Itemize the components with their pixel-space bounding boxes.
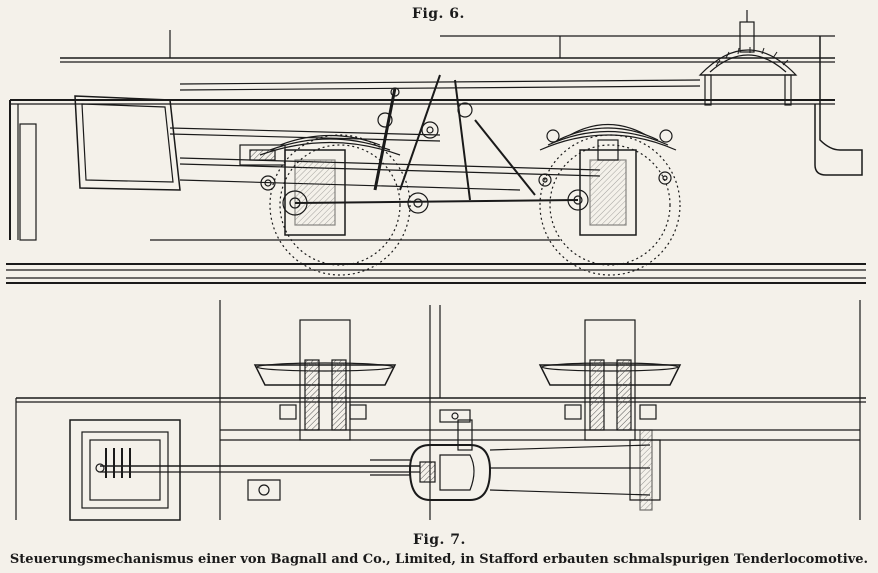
figure-6-label: Fig. 6. xyxy=(412,6,465,22)
figure-7-label: Fig. 7. xyxy=(413,532,466,548)
rear-leaf-spring xyxy=(539,123,677,161)
plate-caption: Steuerungsmechanismus einer von Bagnall … xyxy=(9,552,869,567)
rail-section xyxy=(6,263,866,284)
fig6-side-elevation xyxy=(9,10,863,276)
front-leaf-spring xyxy=(259,134,401,156)
fig7-plan-view xyxy=(15,300,866,521)
